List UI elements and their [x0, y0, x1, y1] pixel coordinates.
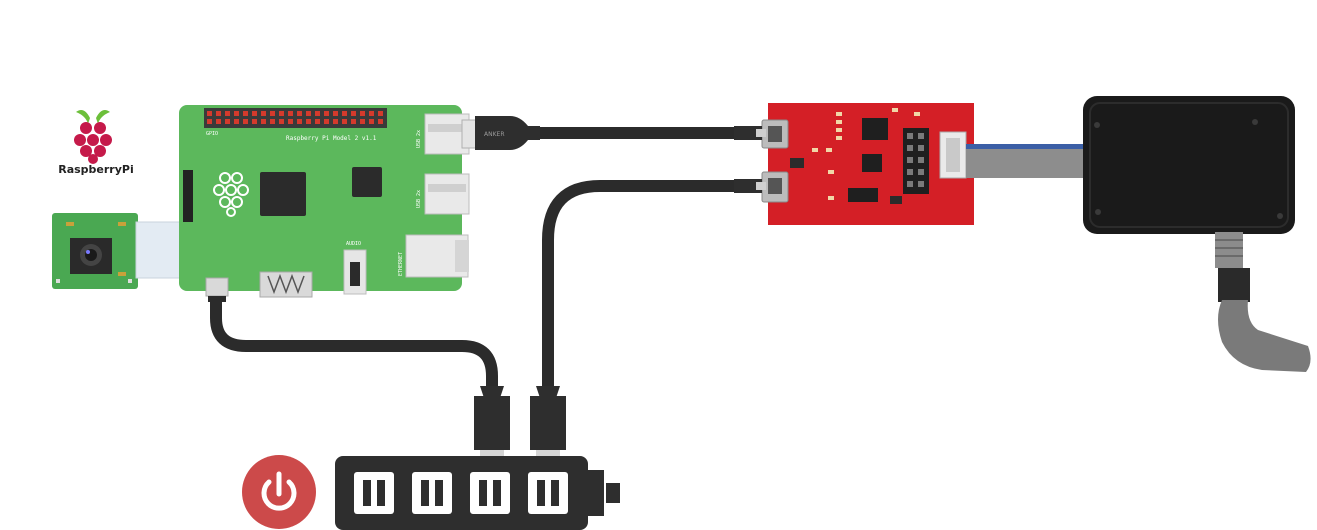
gpio-pin	[243, 111, 248, 116]
power-outlet[interactable]	[412, 472, 452, 514]
gpio-pin	[315, 111, 320, 116]
gpio-pin	[342, 111, 347, 116]
usb-label-2: USB 2x	[416, 190, 422, 208]
ethernet-label: ETHERNET	[398, 252, 404, 276]
board-power-cable	[542, 180, 766, 396]
gpio-pin	[369, 111, 374, 116]
usb-label-1: USB 2x	[416, 130, 422, 148]
gpio-pin	[297, 111, 302, 116]
gpio-pin	[225, 119, 230, 124]
usb-plug-on-rpi: ANKER	[461, 116, 540, 150]
usb-plug-on-red-board-1	[734, 126, 766, 140]
power-outlet[interactable]	[470, 472, 510, 514]
antenna	[1218, 300, 1311, 372]
power-button[interactable]	[242, 455, 316, 529]
red-board-chip-2	[862, 154, 882, 172]
gpio-pin	[288, 119, 293, 124]
gpio-pin	[225, 111, 230, 116]
gpio-pin	[324, 119, 329, 124]
cables	[210, 127, 766, 404]
antenna-connector	[1215, 232, 1243, 268]
rpi-pcb	[179, 105, 462, 291]
power-strip-plugs	[474, 386, 566, 458]
gpio-pin	[234, 111, 239, 116]
gpio-pin	[216, 119, 221, 124]
gpio-pin	[279, 111, 284, 116]
header-pin	[918, 133, 924, 139]
gpio-pin	[297, 119, 302, 124]
header-pin	[907, 145, 913, 151]
raspberry-logo-icon	[74, 110, 112, 164]
gpio-pin	[243, 119, 248, 124]
red-board	[761, 103, 974, 225]
rpi-model-label: Raspberry Pi Model 2 v1.1	[286, 135, 377, 142]
gpio-pin	[360, 111, 365, 116]
header-pin	[907, 169, 913, 175]
radio-box	[1083, 96, 1295, 234]
raspberry-pi-logo-text: RaspberryPi	[58, 163, 134, 176]
gpio-pin	[270, 111, 275, 116]
red-board-pin-header	[903, 128, 929, 194]
gpio-pin	[279, 119, 284, 124]
header-pin	[907, 181, 913, 187]
power-outlet[interactable]	[354, 472, 394, 514]
power-icon	[261, 471, 297, 511]
gpio-pin	[252, 119, 257, 124]
gpio-pin	[333, 111, 338, 116]
gpio-pin	[306, 111, 311, 116]
header-pin	[907, 157, 913, 163]
gpio-pin	[351, 111, 356, 116]
rpi-micro-usb-port	[205, 277, 229, 297]
rpi-lan-chip	[352, 167, 382, 197]
rpi-power-cable	[210, 294, 498, 404]
gpio-pin	[324, 111, 329, 116]
gpio-pin	[261, 119, 266, 124]
gpio-pin	[288, 111, 293, 116]
radio-ribbon-cable	[966, 144, 1088, 178]
camera-module	[52, 213, 138, 289]
gpio-pin	[333, 119, 338, 124]
header-pin	[918, 169, 924, 175]
power-strip-body	[335, 456, 588, 530]
usb-plug-on-red-board-2	[734, 179, 766, 193]
rpi-soc-chip	[260, 172, 306, 216]
gpio-pin	[261, 111, 266, 116]
gpio-pin	[315, 119, 320, 124]
rpi-usb-port-2	[424, 173, 470, 215]
gpio-pin	[216, 111, 221, 116]
gpio-pin	[207, 111, 212, 116]
header-pin	[918, 145, 924, 151]
header-pin	[907, 133, 913, 139]
gpio-pin	[378, 119, 383, 124]
gpio-pin	[270, 119, 275, 124]
power-outlet[interactable]	[528, 472, 568, 514]
raspberry-pi-board: GPIO Raspberry Pi Model 2 v1.1 USB 2x US…	[179, 105, 470, 302]
gpio-pin	[342, 119, 347, 124]
gpio-pin	[360, 119, 365, 124]
power-strip	[335, 456, 620, 530]
header-pin	[918, 157, 924, 163]
radio-module	[1083, 96, 1311, 372]
gpio-pin	[252, 111, 257, 116]
cable-brand-label: ANKER	[484, 131, 505, 138]
gpio-pin	[351, 119, 356, 124]
header-pin	[918, 181, 924, 187]
rpi-board-logo-icon	[213, 172, 249, 217]
power-strip-cord-stub	[588, 470, 604, 516]
red-board-chip-1	[862, 118, 888, 140]
gpio-header	[204, 108, 387, 128]
gpio-label: GPIO	[206, 131, 218, 137]
gpio-pin	[306, 119, 311, 124]
gpio-pin	[234, 119, 239, 124]
power-outlets	[354, 472, 568, 514]
gpio-pin	[207, 119, 212, 124]
gpio-pin	[369, 119, 374, 124]
audio-label: AUDIO	[346, 241, 361, 247]
gpio-pin	[378, 111, 383, 116]
